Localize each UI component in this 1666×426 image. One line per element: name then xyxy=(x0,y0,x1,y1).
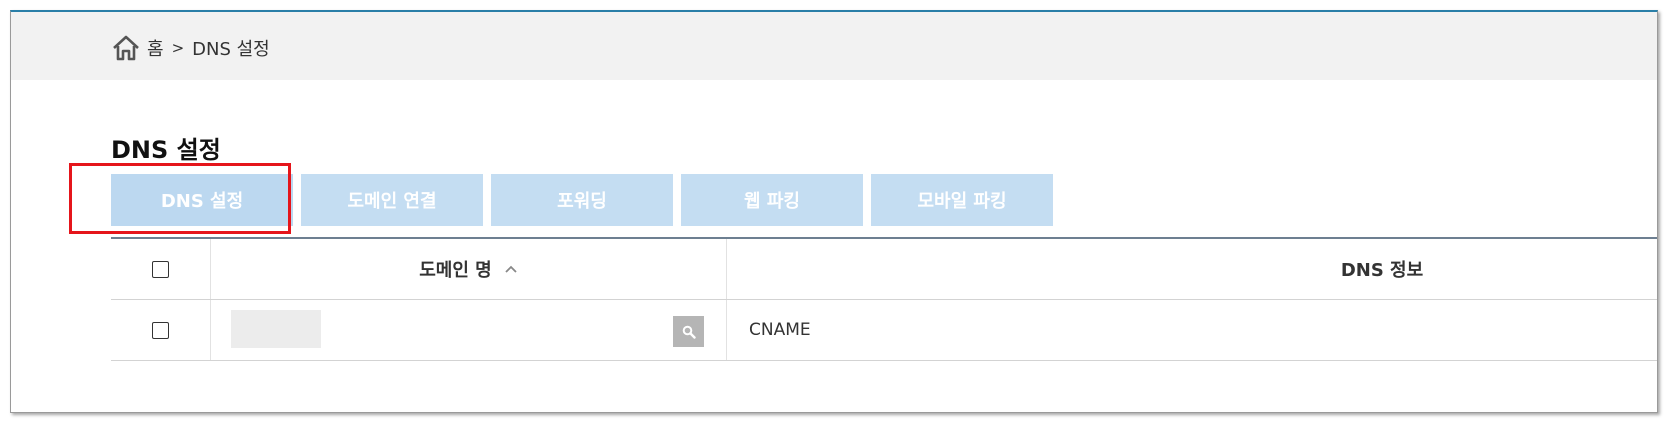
search-icon xyxy=(682,325,696,339)
dns-record-type: CNAME xyxy=(749,320,811,340)
tab-domain-connect[interactable]: 도메인 연결 xyxy=(301,174,483,226)
tab-dns-settings[interactable]: DNS 설정 xyxy=(111,174,293,226)
breadcrumb-bar: 홈 > DNS 설정 xyxy=(11,12,1657,80)
header-dns-info-cell: DNS 정보 xyxy=(727,239,1657,299)
header-checkbox-cell xyxy=(111,239,211,299)
row-checkbox-cell xyxy=(111,300,211,360)
tab-forwarding[interactable]: 포워딩 xyxy=(491,174,673,226)
breadcrumb-separator: > xyxy=(171,39,185,57)
home-icon[interactable] xyxy=(111,34,141,62)
domain-search-button[interactable] xyxy=(673,316,704,347)
redacted-domain xyxy=(231,310,321,348)
tab-bar: DNS 설정 도메인 연결 포워딩 웹 파킹 모바일 파킹 xyxy=(111,174,1061,226)
row-dns-info-cell: CNAME xyxy=(727,300,1657,360)
breadcrumb-home[interactable]: 홈 xyxy=(147,39,164,60)
row-domain-cell xyxy=(211,300,727,360)
breadcrumb: 홈 > DNS 설정 xyxy=(111,34,270,62)
tab-mobile-parking[interactable]: 모바일 파킹 xyxy=(871,174,1053,226)
table-header-row: 도메인 명 DNS 정보 xyxy=(111,239,1657,300)
breadcrumb-current: DNS 설정 xyxy=(192,39,270,60)
page-title: DNS 설정 xyxy=(111,136,221,164)
tab-web-parking[interactable]: 웹 파킹 xyxy=(681,174,863,226)
column-header-dns-info: DNS 정보 xyxy=(1340,260,1424,281)
dns-table: 도메인 명 DNS 정보 xyxy=(111,237,1657,361)
row-checkbox[interactable] xyxy=(152,321,169,339)
table-row: CNAME xyxy=(111,300,1657,361)
sort-ascending-icon[interactable] xyxy=(504,264,518,274)
app-window: 홈 > DNS 설정 DNS 설정 DNS 설정 도메인 연결 포워딩 웹 파킹… xyxy=(10,10,1658,413)
column-header-domain[interactable]: 도메인 명 xyxy=(419,260,492,281)
header-domain-cell[interactable]: 도메인 명 xyxy=(211,239,727,299)
select-all-checkbox[interactable] xyxy=(152,260,169,278)
